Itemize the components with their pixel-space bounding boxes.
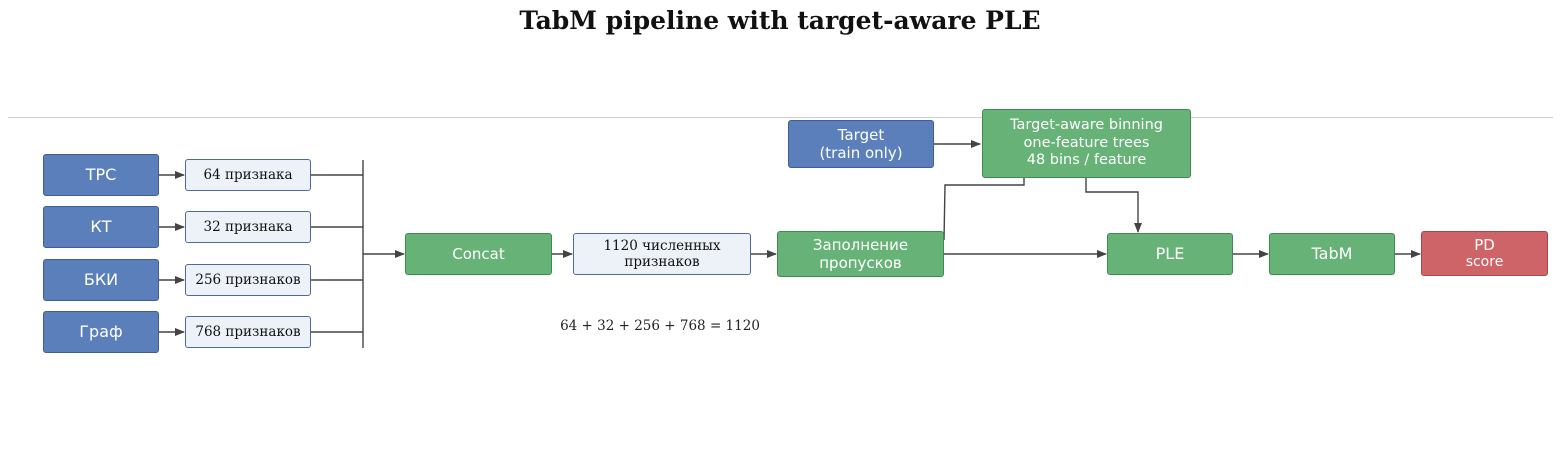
numeric-features-box: 1120 численных признаков: [573, 233, 751, 275]
source-box-kt: КТ: [43, 206, 159, 248]
tabm-box: TabM: [1269, 233, 1395, 275]
binning-box: Target-aware binning one-feature trees 4…: [982, 109, 1191, 178]
numeric-features-line-1: 1120 численных: [603, 237, 721, 254]
feature-count-box-3: 256 признаков: [185, 264, 311, 296]
imputation-line-2: пропусков: [819, 254, 902, 272]
pd-score-line-2: score: [1465, 254, 1504, 271]
target-box: Target (train only): [788, 120, 934, 168]
feature-sum-formula: 64 + 32 + 256 + 768 = 1120: [560, 318, 760, 334]
target-line-1: Target: [837, 126, 885, 144]
imputation-line-1: Заполнение: [812, 236, 909, 254]
binning-line-1: Target-aware binning: [1010, 117, 1163, 134]
source-box-bki: БКИ: [43, 259, 159, 301]
concat-box: Concat: [405, 233, 552, 275]
numeric-features-line-2: признаков: [624, 254, 700, 270]
source-box-graph: Граф: [43, 311, 159, 353]
binning-line-2: one-feature trees: [1023, 134, 1150, 151]
pd-score-line-1: PD: [1474, 236, 1495, 255]
diagram-title: TabM pipeline with target-aware PLE: [519, 6, 1041, 35]
feature-count-box-2: 32 признака: [185, 211, 311, 243]
feature-count-box-1: 64 признака: [185, 159, 311, 191]
target-line-2: (train only): [819, 144, 903, 162]
binning-line-3: 48 bins / feature: [1026, 152, 1147, 169]
source-box-tpc: TPC: [43, 154, 159, 196]
divider-line: [8, 117, 1553, 118]
imputation-box: Заполнение пропусков: [777, 231, 944, 277]
pd-score-box: PD score: [1421, 231, 1548, 276]
arrow-binning-ple: [1085, 178, 1142, 233]
feature-count-box-4: 768 признаков: [185, 316, 311, 348]
ple-box: PLE: [1107, 233, 1233, 275]
